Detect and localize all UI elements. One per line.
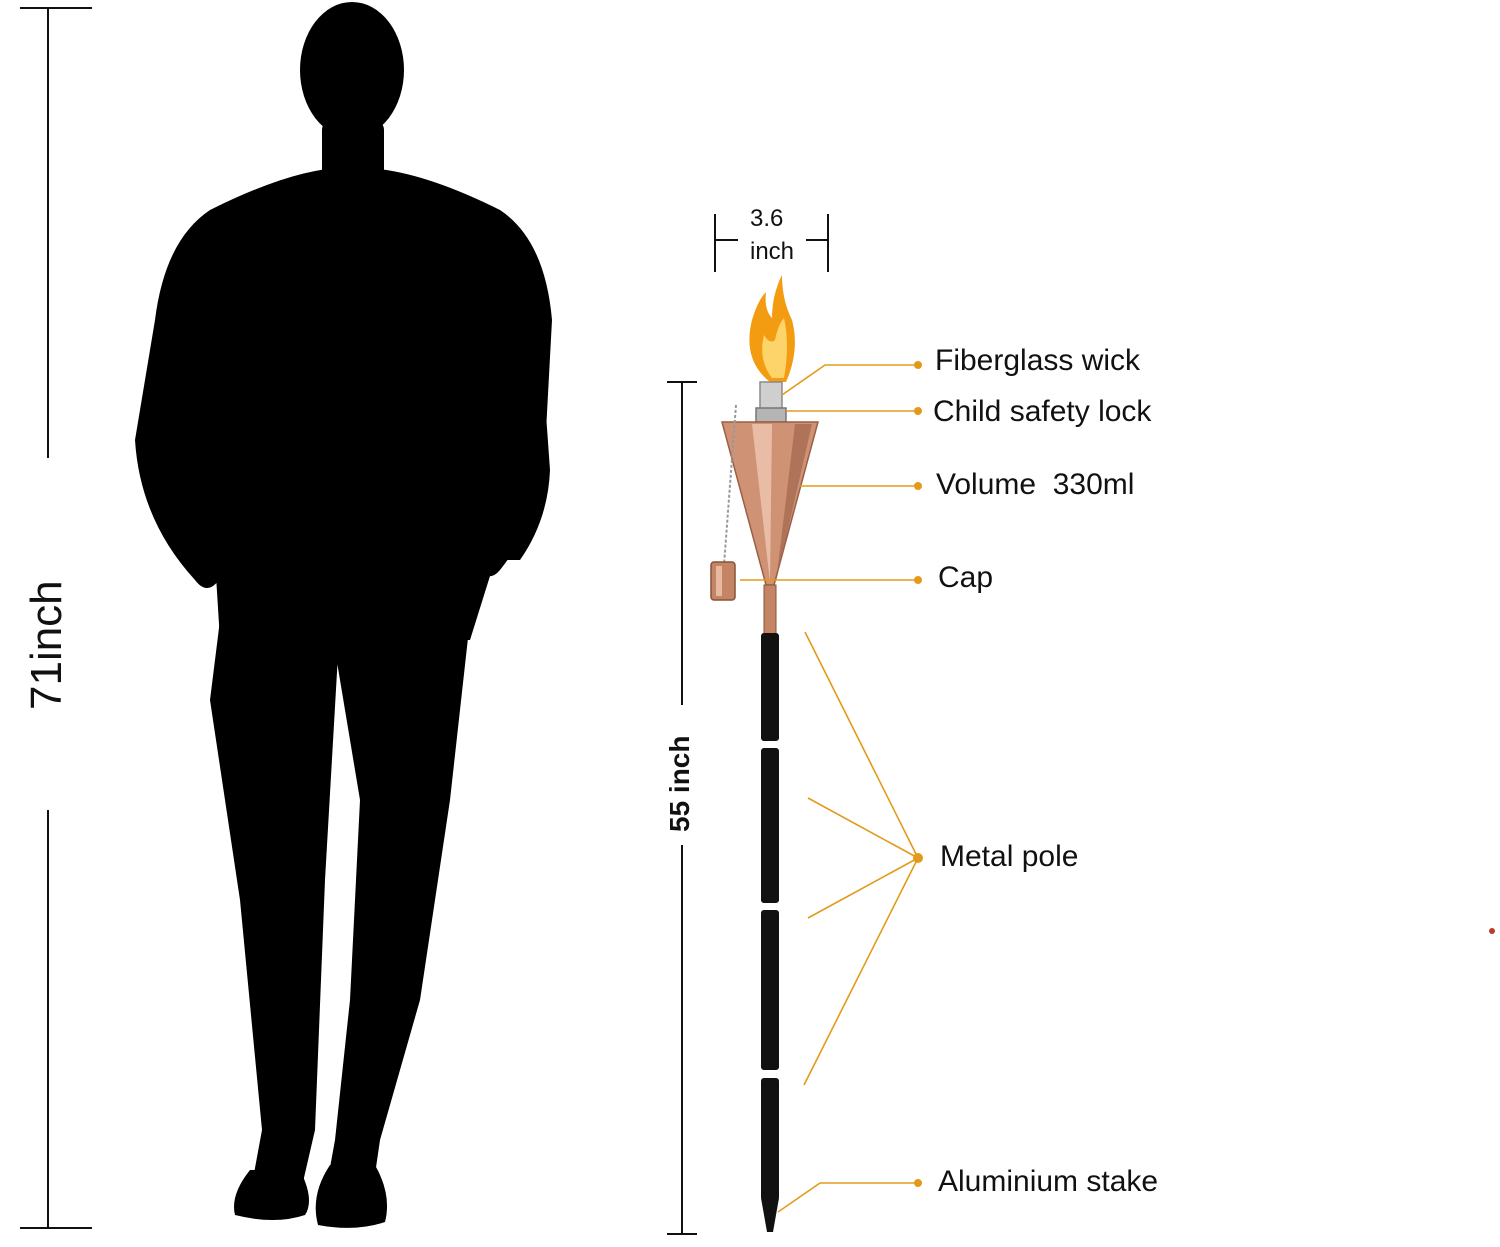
callout-volume: Volume 330ml [936, 468, 1135, 501]
callout-aluminium-stake: Aluminium stake [938, 1165, 1159, 1198]
metal-pole [761, 633, 779, 1232]
leader-dots [913, 361, 923, 1187]
callout-child-safety-lock: Child safety lock [933, 395, 1152, 428]
leader-lines [740, 364, 919, 1213]
head-width-unit: inch [750, 238, 795, 265]
head-width-value: 3.6 [750, 205, 784, 232]
callout-metal-pole: Metal pole [940, 840, 1079, 873]
cap-and-chain [710, 404, 737, 601]
person-silhouette [135, 2, 552, 1228]
wick-housing [755, 381, 787, 423]
torch-height-label: 55 inch [664, 735, 695, 832]
flame [749, 275, 795, 382]
torch-height-dimension [667, 381, 697, 1235]
copper-neck [763, 584, 777, 636]
callout-cap: Cap [938, 561, 994, 594]
fuel-reservoir [721, 421, 819, 586]
callout-fiberglass-wick: Fiberglass wick [935, 344, 1141, 377]
red-dot [1489, 928, 1495, 934]
person-height-dimension [20, 7, 92, 1229]
person-height-label: 71inch [22, 580, 71, 710]
head-width-dimension [714, 214, 829, 272]
